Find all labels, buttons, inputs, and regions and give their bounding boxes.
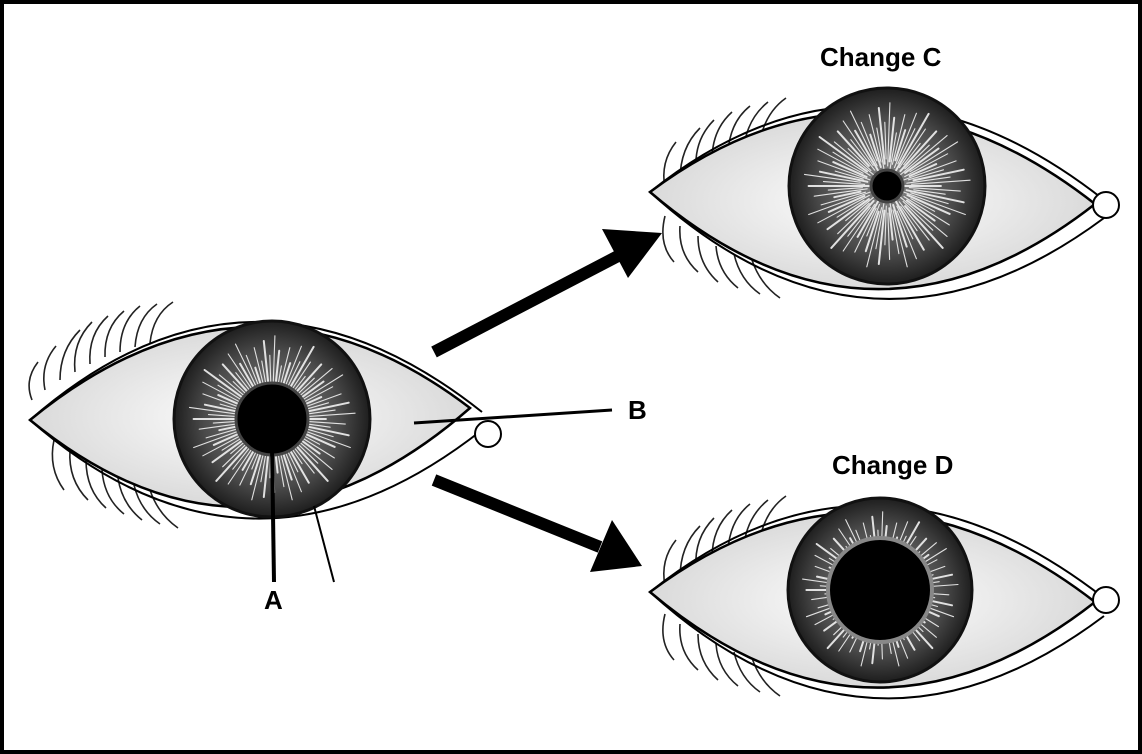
eye-original (29, 302, 612, 582)
label-a: A (264, 587, 283, 613)
label-change-d: Change D (832, 452, 953, 478)
arrow-to-change-d (434, 480, 642, 572)
leader-a-iris (314, 506, 334, 582)
leader-a-pupil (272, 446, 274, 582)
tear-duct (475, 421, 501, 447)
eye-change-c (650, 88, 1119, 299)
label-change-c: Change C (820, 44, 941, 70)
eye-change-d (650, 496, 1119, 698)
tear-duct (1093, 192, 1119, 218)
pupil (828, 538, 932, 642)
pupil (236, 383, 308, 455)
arrow-to-change-c (434, 229, 662, 352)
label-b: B (628, 397, 647, 423)
pupil (871, 170, 903, 202)
tear-duct (1093, 587, 1119, 613)
